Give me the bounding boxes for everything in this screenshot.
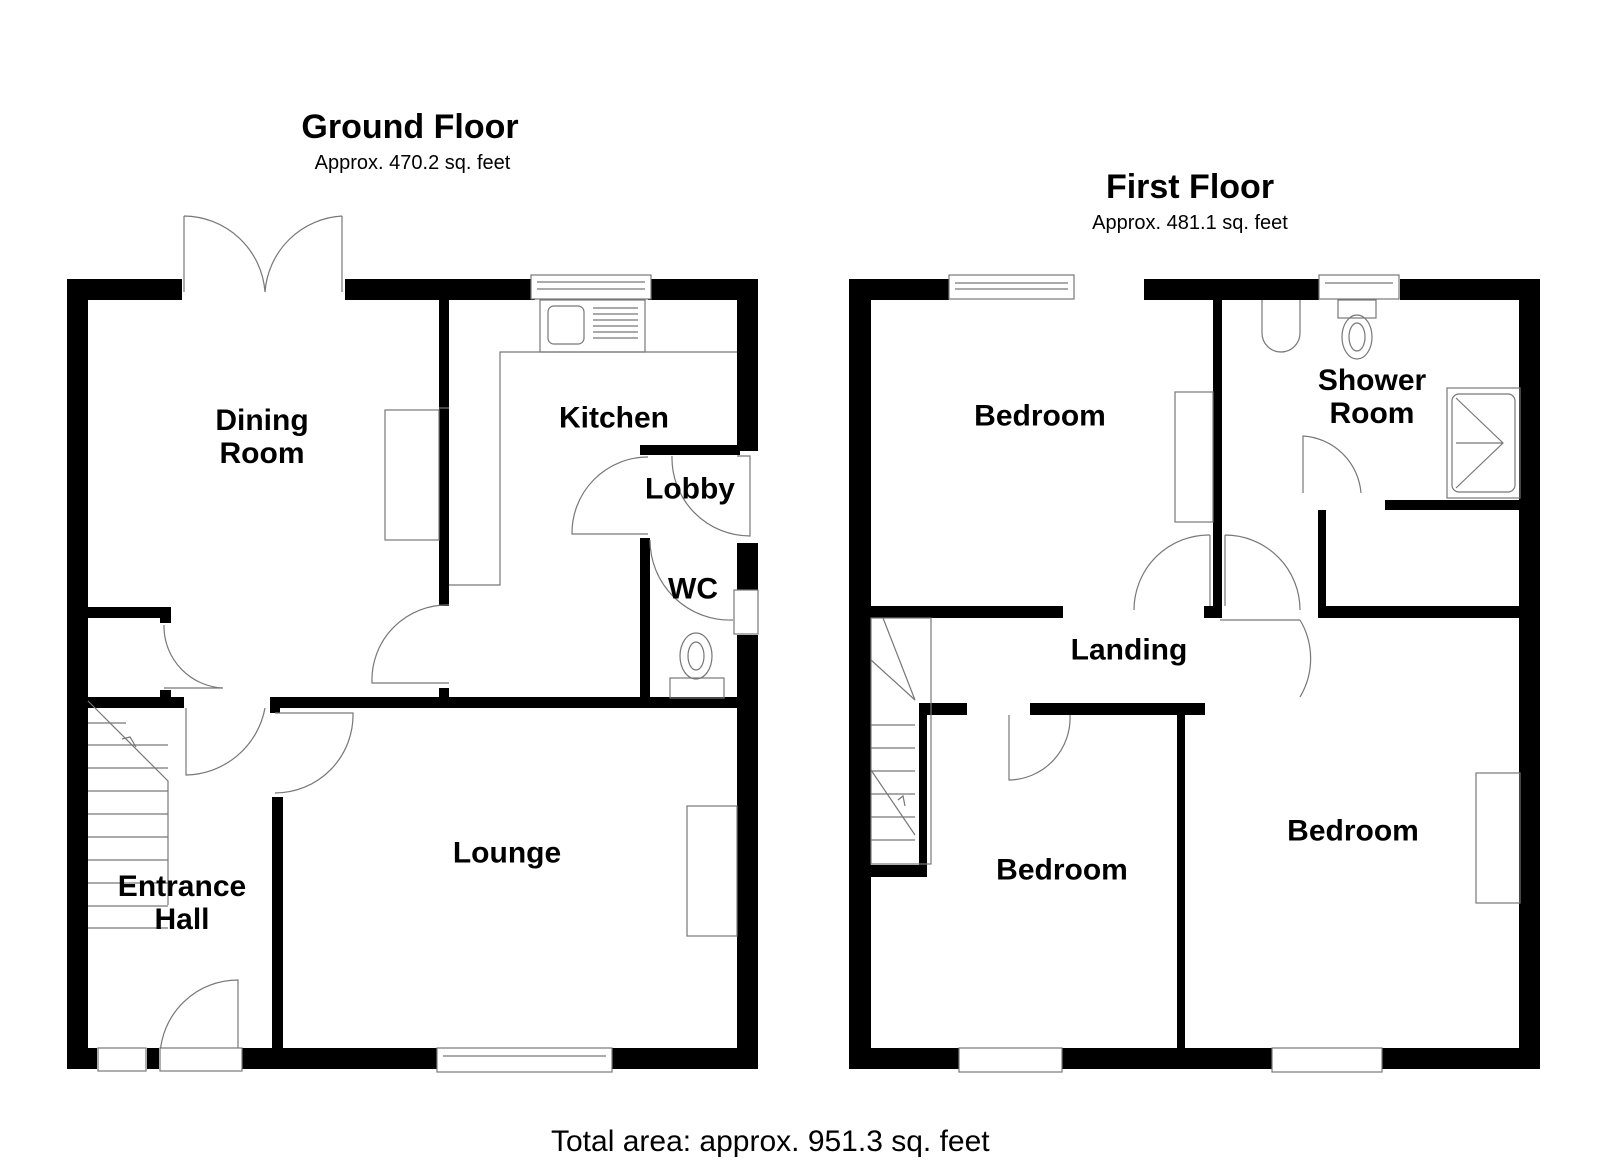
room-label-line: Room xyxy=(1329,397,1415,430)
room-label-bedroom-1: Bedroom xyxy=(974,400,1106,433)
first-floor-fixtures xyxy=(870,274,1521,1073)
room-label-line: Bedroom xyxy=(996,853,1128,887)
ground-floor-title: Ground Floor xyxy=(301,108,519,146)
room-label-line: Entrance xyxy=(117,870,247,903)
room-label-line: Lounge xyxy=(452,836,562,870)
room-label-line: Landing xyxy=(1070,633,1188,667)
room-label-landing: Landing xyxy=(1071,634,1188,667)
room-label-bedroom-3: Bedroom xyxy=(1287,815,1419,848)
room-label-entrance-hall: Entrance Hall xyxy=(118,870,246,936)
room-label-lounge: Lounge xyxy=(453,837,561,870)
room-label-line: Bedroom xyxy=(974,399,1106,433)
room-label-line: Shower xyxy=(1317,364,1427,397)
room-label-dining-room: Dining Room xyxy=(215,404,308,470)
room-label-wc: WC xyxy=(668,573,718,606)
room-label-line: Room xyxy=(219,437,305,470)
first-floor-walls xyxy=(849,279,1540,1069)
room-label-bedroom-2: Bedroom xyxy=(996,854,1128,887)
first-floor-title: First Floor xyxy=(1105,168,1275,206)
total-area: Total area: approx. 951.3 sq. feet xyxy=(551,1125,990,1158)
room-label-line: Dining xyxy=(215,404,309,437)
ground-floor-area: Approx. 470.2 sq. feet xyxy=(314,152,511,174)
room-label-line: WC xyxy=(668,572,718,606)
ground-floor-fixtures xyxy=(87,215,759,1073)
room-label-shower-room: Shower Room xyxy=(1318,364,1426,430)
first-floor-area: Approx. 481.1 sq. feet xyxy=(1092,212,1288,234)
room-label-line: Bedroom xyxy=(1287,814,1419,848)
room-label-kitchen: Kitchen xyxy=(559,402,669,435)
ground-floor-walls xyxy=(67,279,758,1069)
room-label-line: Hall xyxy=(154,903,210,936)
room-label-line: Lobby xyxy=(645,472,735,506)
room-label-line: Kitchen xyxy=(558,401,670,435)
room-label-lobby: Lobby xyxy=(645,473,735,506)
